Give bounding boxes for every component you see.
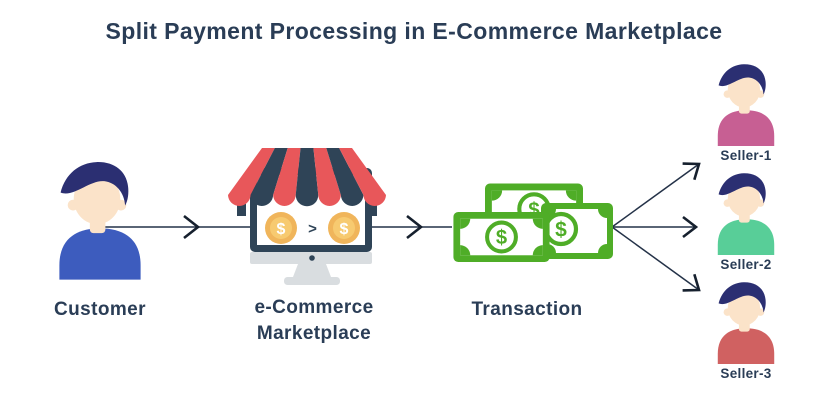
- customer-label: Customer: [54, 299, 146, 320]
- awning: [228, 148, 386, 207]
- awning-post-right: [368, 197, 377, 216]
- arrow-transaction-to-seller-3: [611, 226, 700, 291]
- arrowhead-icon: [682, 215, 699, 239]
- marketplace-label: e-Commerce Marketplace: [254, 295, 373, 347]
- marketplace-node: $ > $: [226, 145, 388, 287]
- dollar-sign: $: [555, 219, 567, 242]
- monitor-stand: [293, 264, 331, 277]
- awning-post-left: [237, 197, 246, 216]
- seller-label: Seller-1: [720, 148, 772, 163]
- awning-stripe: [339, 148, 386, 206]
- arrowhead-icon: [682, 273, 701, 292]
- customer-node: [57, 160, 143, 280]
- seller-avatar-icon: [716, 172, 776, 255]
- diagram-title: Split Payment Processing in E-Commerce M…: [105, 18, 723, 44]
- seller-avatar-icon: [716, 63, 776, 146]
- bill-right: $: [541, 203, 613, 259]
- awning-stripe: [313, 148, 341, 206]
- seller-label: Seller-2: [720, 257, 772, 272]
- seller-avatar-icon: [716, 281, 776, 364]
- seller-node: [716, 281, 776, 364]
- arrowhead-icon: [183, 214, 201, 240]
- seller-node: [716, 172, 776, 255]
- monitor-button: [309, 255, 315, 261]
- marketplace-label-line1: e-Commerce: [254, 297, 374, 318]
- coin-icon: $: [328, 212, 360, 244]
- marketplace-label-line2: Marketplace: [256, 323, 372, 344]
- svg-text:$: $: [340, 221, 349, 238]
- arrow-transaction-to-seller-1: [611, 163, 700, 228]
- transaction-label: Transaction: [471, 299, 583, 320]
- awning-stripe: [250, 148, 288, 206]
- greater-than-symbol: >: [308, 221, 317, 238]
- awning-stripe: [295, 148, 319, 207]
- coin-icon: $: [265, 212, 297, 244]
- awning-stripe: [273, 148, 301, 206]
- seller-label: Seller-3: [720, 366, 772, 381]
- svg-text:$: $: [277, 221, 286, 238]
- storefront-icon: $ > $: [228, 148, 386, 285]
- seller-node: [716, 63, 776, 146]
- transaction-node: $: [441, 174, 617, 266]
- money-bills-icon: $: [441, 174, 613, 266]
- monitor-base: [284, 277, 340, 285]
- awning-stripe: [326, 148, 364, 206]
- arrowhead-icon: [682, 162, 701, 181]
- arrowhead-icon: [406, 214, 424, 240]
- customer-avatar-icon: [57, 160, 143, 280]
- bill-front: [450, 209, 553, 266]
- awning-stripe: [228, 148, 275, 206]
